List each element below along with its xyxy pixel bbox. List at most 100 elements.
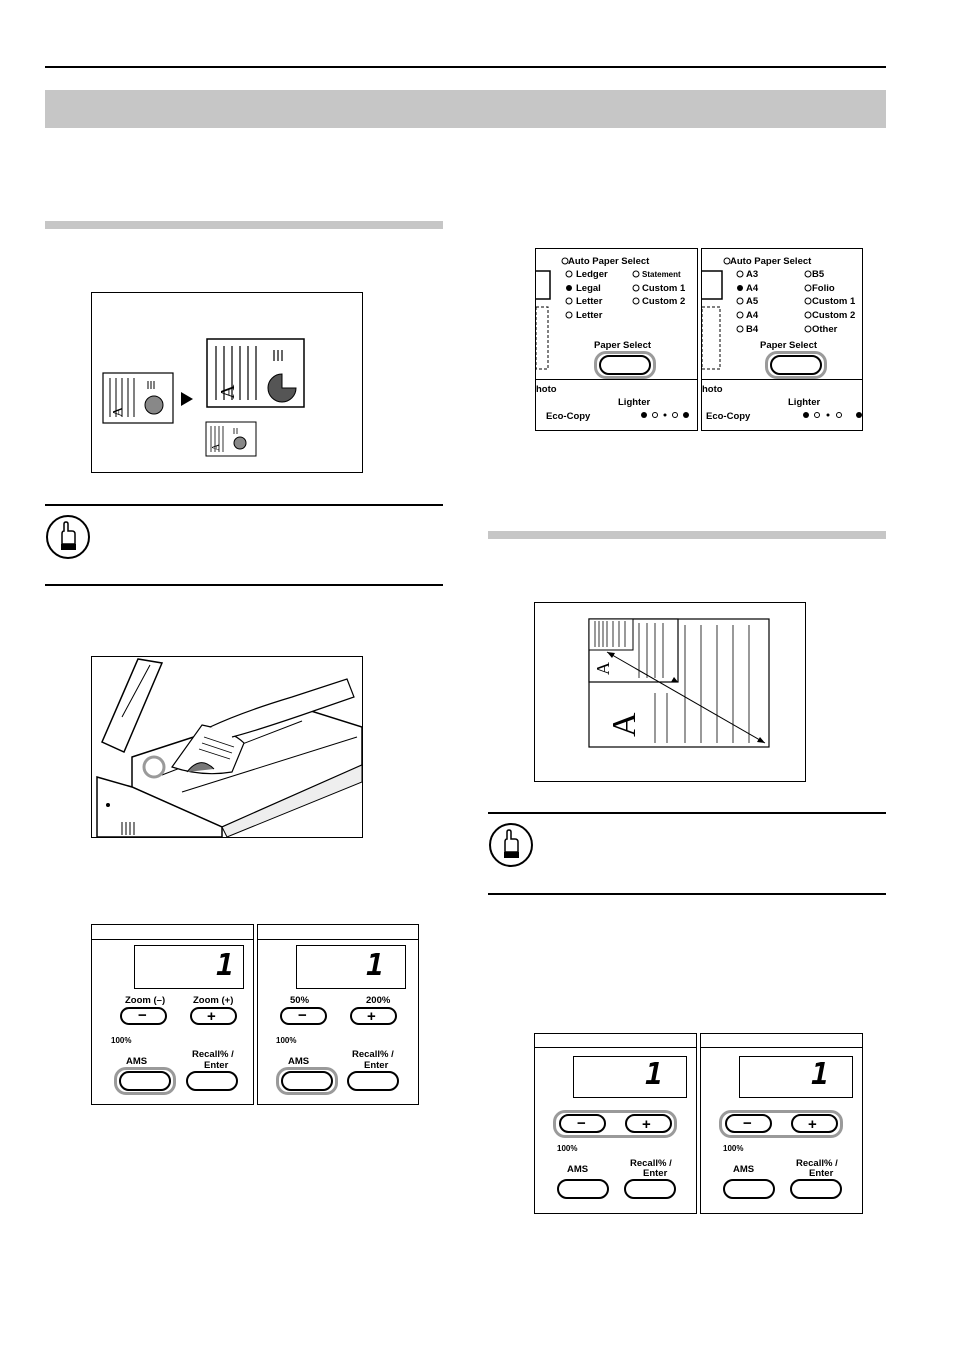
recall-label: Recall% / <box>630 1158 672 1169</box>
paper-select-button[interactable] <box>770 355 822 375</box>
svg-text:A: A <box>593 662 613 675</box>
hundred-percent-label: 100% <box>276 1036 297 1045</box>
ams-button[interactable] <box>281 1071 333 1091</box>
recall-label: Recall% / <box>796 1158 838 1169</box>
ams-button[interactable] <box>119 1071 171 1091</box>
svg-text:A: A <box>606 712 643 737</box>
ams-highlight <box>114 1067 176 1095</box>
zoom-plus-button[interactable]: + <box>350 1007 397 1025</box>
photo-label: hoto <box>702 384 723 395</box>
photo-label: hoto <box>536 384 557 395</box>
paper-item-1: A3 <box>746 269 759 280</box>
paper-item-9: Custom 2 <box>812 310 856 321</box>
zoom-minus-button[interactable]: − <box>559 1114 606 1133</box>
zoom-section-bar <box>488 531 886 539</box>
note-top-rule <box>488 812 886 814</box>
fifty-percent-label: 50% <box>290 995 310 1006</box>
ams-label: AMS <box>288 1056 310 1067</box>
svg-text:A: A <box>217 384 239 399</box>
paper-select-label: Paper Select <box>594 340 652 351</box>
recall-label: Recall% / <box>192 1049 234 1060</box>
copy-count-display <box>296 945 406 989</box>
paper-select-label: Paper Select <box>760 340 818 351</box>
svg-text:A: A <box>111 406 126 417</box>
lighter-label: Lighter <box>788 397 821 408</box>
eco-copy-label: Eco-Copy <box>706 411 751 422</box>
paper-item-1: Ledger <box>576 269 608 280</box>
note-bottom-rule <box>45 584 443 586</box>
copy-count-display <box>573 1056 687 1098</box>
auto-paper-select-label: Auto Paper Select <box>730 256 812 267</box>
paper-item-6: Custom 1 <box>642 283 686 294</box>
recall-enter-button[interactable] <box>186 1071 238 1091</box>
zoom-minus-button[interactable]: − <box>280 1007 327 1025</box>
paper-item-3: Letter <box>576 296 603 307</box>
zoom-ratio-diagram: A A <box>534 602 806 782</box>
paper-item-2: Legal <box>576 283 601 294</box>
two-hundred-percent-label: 200% <box>366 995 391 1006</box>
enlargement-diagram: A A A <box>91 292 363 473</box>
note-top-rule <box>45 504 443 506</box>
recall-enter-button[interactable] <box>347 1071 399 1091</box>
enter-label: Enter <box>643 1168 668 1179</box>
zoom-plus-button[interactable]: + <box>625 1114 672 1133</box>
copy-count-digit: 1 <box>216 948 235 983</box>
paper-item-5: Statement <box>642 270 681 279</box>
enter-label: Enter <box>364 1060 389 1071</box>
enter-label: Enter <box>809 1168 834 1179</box>
zoom-plus-button[interactable]: + <box>791 1114 838 1133</box>
zoom-keys-highlight <box>553 1110 677 1138</box>
zoom-minus-label: Zoom (–) <box>125 995 166 1006</box>
auto-paper-select-label: Auto Paper Select <box>568 256 650 267</box>
recall-enter-button[interactable] <box>624 1179 676 1199</box>
hundred-percent-label: 100% <box>557 1144 578 1153</box>
paper-item-7: Folio <box>812 283 835 294</box>
recall-label: Recall% / <box>352 1049 394 1060</box>
ams-button[interactable] <box>557 1179 609 1199</box>
lighter-label: Lighter <box>618 397 651 408</box>
section-title-bar <box>45 90 886 128</box>
paper-select-highlight <box>765 351 827 379</box>
paper-item-4: Letter <box>576 310 603 321</box>
zoom-plus-label: Zoom (+) <box>193 995 234 1006</box>
top-rule <box>45 66 886 68</box>
lower-zoom-panel-metric: 1 − + 100% AMS Recall% / Enter <box>700 1033 863 1214</box>
copy-count-digit: 1 <box>811 1057 830 1092</box>
auto-select-section-bar <box>45 221 443 229</box>
hundred-percent-label: 100% <box>723 1144 744 1153</box>
eco-copy-label: Eco-Copy <box>546 411 591 422</box>
paper-select-panel-inch: Auto Paper Select Ledger Legal Letter Le… <box>535 248 698 431</box>
copy-count-digit: 1 <box>645 1057 664 1092</box>
zoom-plus-button[interactable]: + <box>190 1007 237 1025</box>
paper-item-2: A4 <box>746 283 759 294</box>
paper-item-7: Custom 2 <box>642 296 686 307</box>
zoom-minus-button[interactable]: − <box>120 1007 167 1025</box>
paper-select-button[interactable] <box>599 355 651 375</box>
hand-pointing-icon <box>45 514 91 560</box>
copy-count-digit: 1 <box>366 948 385 983</box>
paper-item-4: A4 <box>746 310 759 321</box>
hundred-percent-label: 100% <box>111 1036 132 1045</box>
ams-highlight <box>276 1067 338 1095</box>
platen-illustration <box>91 656 363 838</box>
hand-pointing-icon <box>488 822 534 868</box>
zoom-panel-inch: 1 Zoom (–) Zoom (+) − + 100% AMS Recall%… <box>91 924 254 1105</box>
paper-select-highlight <box>594 351 656 379</box>
ams-button[interactable] <box>723 1179 775 1199</box>
recall-enter-button[interactable] <box>790 1179 842 1199</box>
paper-select-panel-metric: Auto Paper Select A3 A4 A5 A4 B4 B5 Foli… <box>701 248 863 431</box>
paper-item-10: Other <box>812 324 838 335</box>
copy-count-display <box>134 945 244 989</box>
enter-label: Enter <box>204 1060 229 1071</box>
ams-label: AMS <box>733 1164 755 1175</box>
zoom-keys-highlight <box>719 1110 843 1138</box>
ams-label: AMS <box>567 1164 589 1175</box>
zoom-panel-metric: 1 50% 200% − + 100% AMS Recall% / Enter <box>257 924 419 1105</box>
svg-text:A: A <box>211 443 222 451</box>
zoom-minus-button[interactable]: − <box>725 1114 772 1133</box>
paper-item-6: B5 <box>812 269 825 280</box>
paper-item-5: B4 <box>746 324 759 335</box>
note-bottom-rule <box>488 893 886 895</box>
paper-item-3: A5 <box>746 296 759 307</box>
copy-count-display <box>739 1056 853 1098</box>
